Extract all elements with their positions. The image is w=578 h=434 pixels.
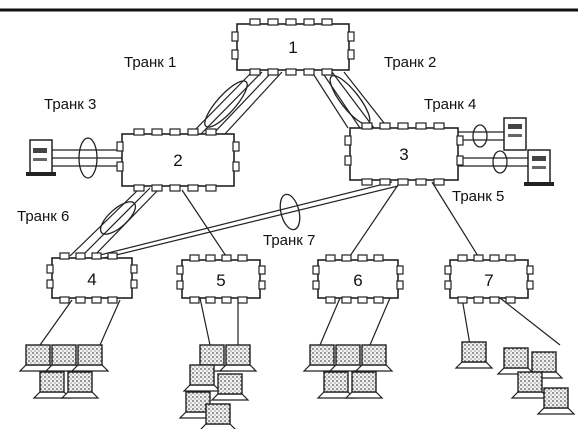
trunk-5-ellipse [493, 151, 507, 173]
trunk-5-link [458, 158, 530, 166]
switch-3-label: 3 [399, 145, 408, 164]
server-right-bottom [524, 150, 554, 186]
workstation-7-2 [498, 348, 534, 374]
workstation-4-4 [34, 372, 70, 398]
workstation-7-1 [456, 342, 492, 368]
switch-4: 4 [47, 253, 137, 303]
link-3-6 [350, 182, 400, 256]
workstation-5-3 [184, 365, 220, 391]
trunk-3-label: Транк 3 [44, 96, 96, 113]
workstation-7-4 [512, 372, 548, 398]
switch-6: 6 [313, 255, 403, 303]
trunk-2-label: Транк 2 [384, 54, 436, 71]
switch-3: 3 [345, 123, 463, 185]
link-7-pcs-b [500, 298, 560, 345]
workstation-4-5 [62, 372, 98, 398]
server-left [26, 140, 56, 176]
link-4-pcs-a [40, 300, 72, 345]
workstation-6-5 [346, 372, 382, 398]
switch-2-label: 2 [173, 151, 182, 170]
trunk-1-label: Транк 1 [124, 54, 176, 71]
trunk-5-label: Транк 5 [452, 188, 504, 205]
trunk-6-link [70, 188, 160, 256]
workstations [20, 342, 574, 429]
switch-4-label: 4 [87, 270, 96, 289]
link-6-pcs-b [370, 298, 390, 345]
trunk-1-link [190, 72, 282, 135]
trunk-4-label: Транк 4 [424, 96, 476, 113]
switch-1: 1 [232, 19, 354, 75]
trunk-1-ellipse [199, 76, 253, 133]
workstation-5-6 [200, 404, 236, 429]
switch-5-label: 5 [216, 271, 225, 290]
link-5-pcs-a [200, 298, 210, 345]
switch-6-label: 6 [353, 271, 362, 290]
switch-2: 2 [117, 129, 239, 191]
links [40, 72, 560, 345]
link-6-pcs-a [320, 298, 340, 345]
workstation-4-3 [72, 345, 108, 371]
switch-1-label: 1 [288, 38, 297, 57]
trunk-7-label: Транк 7 [263, 232, 315, 249]
switches: 1 2 3 4 [47, 19, 533, 303]
server-right-top [504, 118, 526, 150]
workstation-5-2 [220, 345, 256, 371]
trunk-3-link [50, 150, 122, 166]
workstation-5-4 [212, 374, 248, 400]
trunk-4-ellipse [473, 125, 487, 147]
workstation-6-3 [356, 345, 392, 371]
link-7-pcs-a [462, 298, 470, 345]
link-4-pcs-b [100, 300, 120, 345]
trunk-2-link [312, 72, 388, 128]
switch-7-label: 7 [484, 271, 493, 290]
trunk-4-link [458, 132, 506, 140]
link-2-5 [182, 190, 226, 256]
switch-7: 7 [445, 255, 533, 303]
workstation-6-4 [318, 372, 354, 398]
trunk-6-ellipse [96, 197, 141, 240]
trunk-6-label: Транк 6 [17, 208, 69, 225]
workstation-7-5 [538, 388, 574, 414]
switch-5: 5 [177, 255, 265, 303]
trunk-7-link [96, 182, 398, 258]
